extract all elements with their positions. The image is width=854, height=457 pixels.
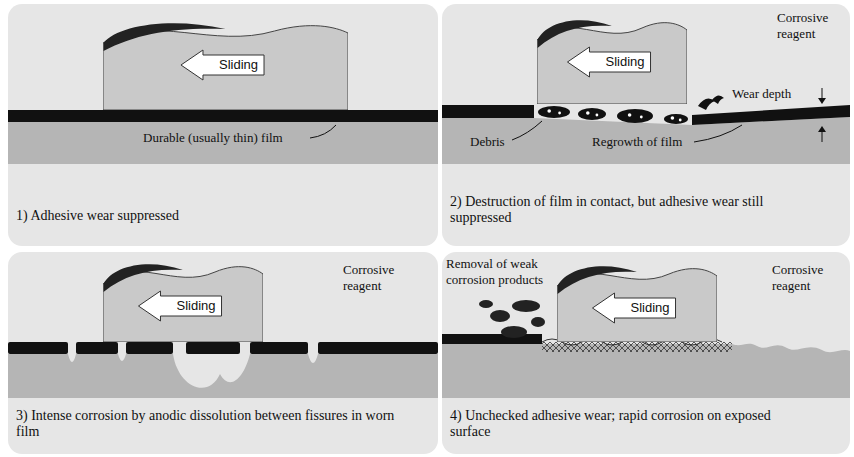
label-anchor: Removal of weak corrosion products: [446, 256, 556, 288]
direction-label: Sliding: [176, 298, 215, 314]
stage-caption: 3) Intense corrosion by anodic dissoluti…: [16, 408, 396, 440]
annotation-label: Wear depth: [732, 86, 791, 102]
label-anchor: Durable (usually thin) film: [143, 130, 283, 146]
label-anchor: Corrosive reagent: [343, 262, 413, 294]
caption-anchor: 4) Unchecked adhesive wear; rapid corros…: [450, 408, 780, 440]
stage-caption: 1) Adhesive wear suppressed: [16, 208, 426, 224]
stage-caption: 4) Unchecked adhesive wear; rapid corros…: [450, 408, 780, 440]
direction-label: Sliding: [630, 300, 669, 316]
stage-caption: 2) Destruction of film in contact, but a…: [450, 194, 800, 226]
annotation-label: Corrosive reagent: [777, 10, 847, 42]
caption-anchor: 3) Intense corrosion by anodic dissoluti…: [16, 408, 396, 440]
label-anchor: Corrosive reagent: [777, 10, 847, 42]
label-anchor: Regrowth of film: [592, 134, 682, 150]
slider-block: Sliding: [103, 260, 263, 342]
annotation-label: Durable (usually thin) film: [143, 130, 283, 146]
annotation-label: Debris: [470, 134, 505, 150]
annotation-label: Corrosive reagent: [772, 262, 842, 294]
slider-block: Sliding: [537, 16, 687, 104]
label-anchor: Debris: [470, 134, 505, 150]
slider-block: Sliding: [103, 19, 348, 110]
label-anchor: Wear depth: [732, 86, 791, 102]
annotation-label: Regrowth of film: [592, 134, 682, 150]
slider-block: Sliding: [557, 262, 717, 342]
direction-label: Sliding: [605, 54, 644, 70]
stage-panel: 1) Adhesive wear suppressed Sliding: [8, 4, 438, 246]
caption-anchor: 2) Destruction of film in contact, but a…: [450, 194, 800, 226]
annotation-label: Corrosive reagent: [343, 262, 413, 294]
caption-anchor: 1) Adhesive wear suppressed: [16, 208, 426, 224]
direction-label: Sliding: [219, 57, 258, 73]
annotation-label: Removal of weak corrosion products: [446, 256, 556, 288]
label-anchor: Corrosive reagent: [772, 262, 842, 294]
